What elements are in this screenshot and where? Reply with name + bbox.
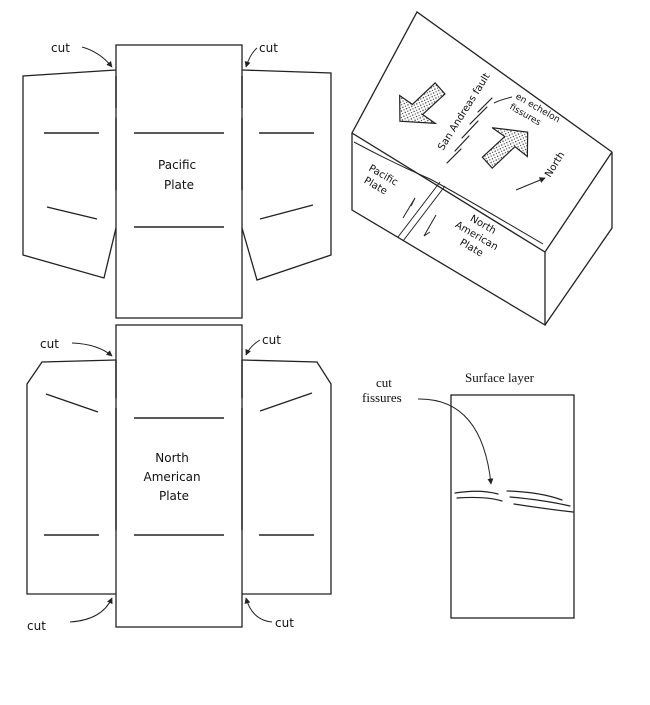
na-cut-bottom-left-label: cut xyxy=(27,619,46,633)
na-cut-top-right-label: cut xyxy=(262,333,281,347)
na-cut-bottom-left-arrow xyxy=(69,597,113,623)
fissures-pointer xyxy=(493,96,513,104)
surface-layer-panel: Surface layer cut fissures xyxy=(362,370,575,619)
pacific-plate-net: Pacific Plate cut cut xyxy=(22,41,332,319)
surface-layer-title: Surface layer xyxy=(465,370,535,385)
na-right-flap xyxy=(241,359,332,595)
block-front-fault-line-2 xyxy=(402,185,446,242)
block-front-fault-line xyxy=(397,181,441,238)
na-cut-top-right-arrow xyxy=(245,339,261,356)
pacific-motion-arrow-icon xyxy=(399,82,446,125)
pacific-right-flap xyxy=(241,69,332,281)
en-echelon-fissures xyxy=(446,97,493,164)
na-cut-top-left-label: cut xyxy=(40,337,59,351)
cut-fissures-arrow xyxy=(417,398,494,485)
block-top-face xyxy=(351,11,613,253)
pacific-plate-label: Pacific Plate xyxy=(158,158,200,192)
na-plate-label: North American Plate xyxy=(144,451,205,503)
block-front-face xyxy=(351,133,546,327)
block-model: San Andreas fault en echelon fissures No… xyxy=(351,11,613,327)
north-american-plate-net: North American Plate cut cut cut cut xyxy=(26,324,332,633)
pacific-left-flap xyxy=(22,69,117,279)
pacific-cut-left-arrow xyxy=(81,46,113,68)
na-cut-top-left-arrow xyxy=(71,342,113,357)
block-top-edge-fault-trace xyxy=(353,141,544,245)
front-half-arrow-up xyxy=(402,197,416,219)
na-fold-lines xyxy=(44,360,314,536)
na-motion-arrow-icon xyxy=(481,127,529,170)
block-pacific-label: Pacific Plate xyxy=(360,163,402,201)
block-na-label: North American Plate xyxy=(447,208,509,265)
cut-fissures-label: cut fissures xyxy=(362,375,402,405)
pacific-cut-right-arrow xyxy=(244,47,258,68)
north-label: North xyxy=(543,150,567,180)
surface-layer-rect xyxy=(450,394,575,619)
pacific-cut-right-label: cut xyxy=(259,41,278,55)
block-right-face xyxy=(544,152,613,326)
na-left-flap xyxy=(26,359,117,595)
na-cut-bottom-right-label: cut xyxy=(275,616,294,630)
north-arrow xyxy=(515,177,546,191)
pacific-fold-lines xyxy=(44,76,314,228)
front-half-arrow-down xyxy=(423,214,437,237)
surface-fissures xyxy=(454,490,574,513)
na-cut-bottom-right-arrow xyxy=(244,597,273,623)
pacific-cut-left-label: cut xyxy=(51,41,70,55)
